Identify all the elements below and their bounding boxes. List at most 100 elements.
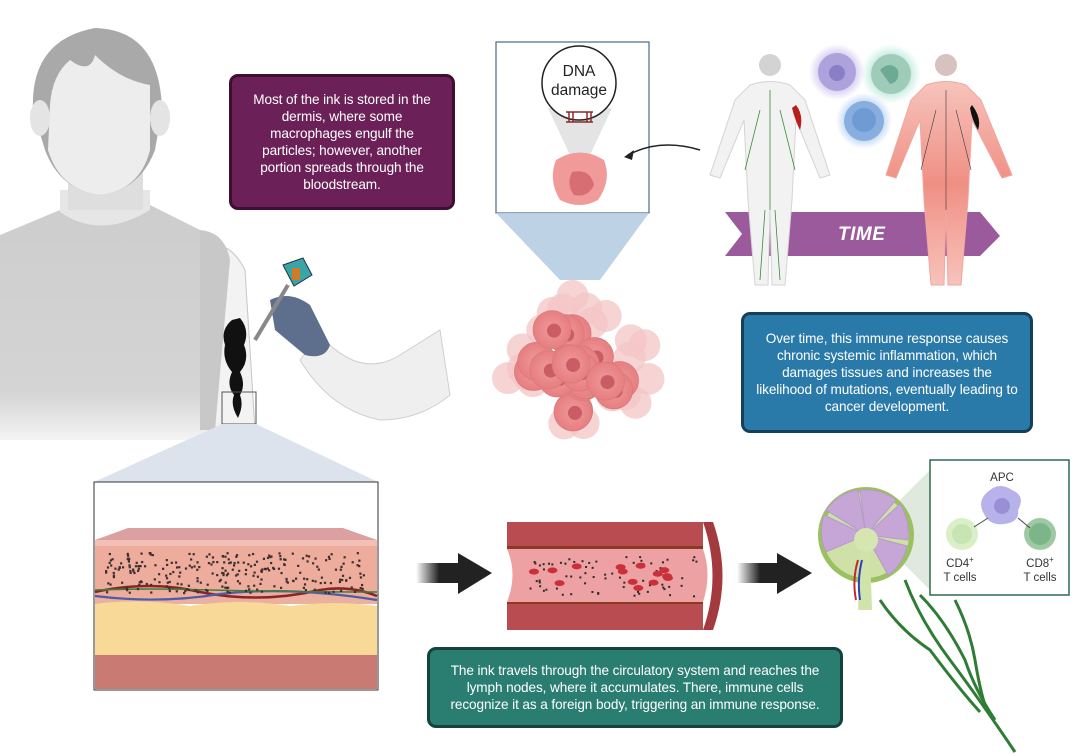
red-blood-cell xyxy=(659,567,670,574)
tattoo-caption-text: Most of the ink is stored in the dermis,… xyxy=(253,92,431,192)
ink-particle xyxy=(268,569,271,572)
red-blood-cell xyxy=(547,567,558,574)
ink-particle xyxy=(105,591,109,594)
dna-label-line1: DNA xyxy=(562,63,596,80)
ink-particle xyxy=(234,574,238,577)
ink-particle xyxy=(109,583,112,586)
ink-particle xyxy=(343,556,346,559)
ink-particle xyxy=(232,564,236,567)
ink-particle xyxy=(303,583,307,586)
ink-particle xyxy=(106,566,110,569)
lymphatic-vessels xyxy=(878,579,1017,753)
ink-particle xyxy=(260,569,263,572)
cd4-tcells-text: T cells xyxy=(943,572,977,584)
ink-particle xyxy=(588,561,591,564)
ink-particle xyxy=(285,580,288,583)
inflamed-body-figure xyxy=(885,54,1013,286)
ink-particle xyxy=(638,592,641,595)
ink-particle xyxy=(198,566,201,569)
ink-particle xyxy=(221,571,224,575)
apc-label: APC xyxy=(990,472,1014,484)
person-illustration xyxy=(0,28,451,440)
ink-particle xyxy=(126,557,129,560)
ink-particle xyxy=(551,563,554,566)
ink-particle xyxy=(224,581,227,584)
ink-particle xyxy=(559,561,562,564)
red-blood-cell xyxy=(627,578,638,585)
ink-particle xyxy=(221,567,224,570)
ink-particle xyxy=(118,566,121,569)
ink-particle xyxy=(345,579,348,582)
ink-particle xyxy=(227,586,230,589)
ink-particle xyxy=(133,571,136,575)
ink-particle xyxy=(292,579,295,582)
red-blood-cell xyxy=(528,568,539,575)
ink-particle xyxy=(129,569,132,573)
ink-particle xyxy=(225,574,229,577)
ink-particle xyxy=(187,584,190,587)
ink-particle xyxy=(637,590,640,593)
ink-particle xyxy=(591,566,594,569)
ink-particle xyxy=(650,562,653,565)
ink-particle xyxy=(108,552,111,556)
ink-particle xyxy=(114,567,117,570)
ink-particle xyxy=(256,575,260,578)
ink-particle xyxy=(359,586,362,590)
ink-particle xyxy=(208,553,211,556)
ink-particle xyxy=(211,556,215,559)
cd4-superscript: + xyxy=(969,555,974,565)
ink-particle xyxy=(663,588,666,591)
ink-particle xyxy=(348,576,352,579)
ink-particle xyxy=(662,586,665,589)
ink-particle xyxy=(542,589,545,592)
tumor-cell-faded xyxy=(632,362,665,395)
ink-particle xyxy=(224,555,227,558)
ink-particle xyxy=(125,587,128,590)
ink-particle xyxy=(162,567,165,570)
ink-particle xyxy=(105,570,108,573)
ink-particle xyxy=(219,578,222,582)
cd8-tcells-text: T cells xyxy=(1023,572,1057,584)
ink-particle xyxy=(210,563,213,566)
blood-vessel xyxy=(507,522,723,630)
ink-particle xyxy=(320,576,324,579)
ink-particle xyxy=(332,590,335,593)
ink-particle xyxy=(269,555,272,559)
cd4-text: CD4 xyxy=(946,558,970,570)
ink-particle xyxy=(269,561,273,565)
ink-particle xyxy=(127,560,131,563)
ink-particle xyxy=(136,587,140,591)
ink-particle xyxy=(324,591,327,594)
ink-particle xyxy=(278,552,281,555)
ink-particle xyxy=(642,579,645,582)
ink-particle xyxy=(121,581,124,584)
ink-particle xyxy=(128,557,131,560)
ink-particle xyxy=(248,588,251,591)
ink-particle xyxy=(223,561,226,564)
ink-particle xyxy=(226,552,229,555)
ink-particle xyxy=(570,593,573,596)
ink-particle xyxy=(359,572,362,575)
ink-particle xyxy=(251,552,255,556)
ink-particle xyxy=(168,587,171,590)
ink-particle xyxy=(305,554,308,557)
ink-particle xyxy=(319,582,322,585)
ink-particle xyxy=(238,569,241,572)
ink-particle xyxy=(165,574,168,577)
ink-particle xyxy=(121,566,125,569)
ink-particle xyxy=(604,577,607,580)
ink-particle xyxy=(362,574,365,577)
ink-particle xyxy=(640,559,643,562)
immune-cells xyxy=(809,44,921,149)
ink-particle xyxy=(112,574,115,577)
ink-particle xyxy=(316,565,319,568)
ink-particle xyxy=(561,593,564,596)
skin-cross-section xyxy=(93,481,379,691)
ink-particle xyxy=(178,566,181,569)
ink-particle xyxy=(648,584,651,587)
tumor-cell-nucleus xyxy=(566,358,581,373)
ink-particle xyxy=(109,559,113,562)
ink-particle xyxy=(126,552,129,556)
ink-particle xyxy=(693,556,696,559)
arrow-vessel-to-lymph xyxy=(737,553,812,594)
